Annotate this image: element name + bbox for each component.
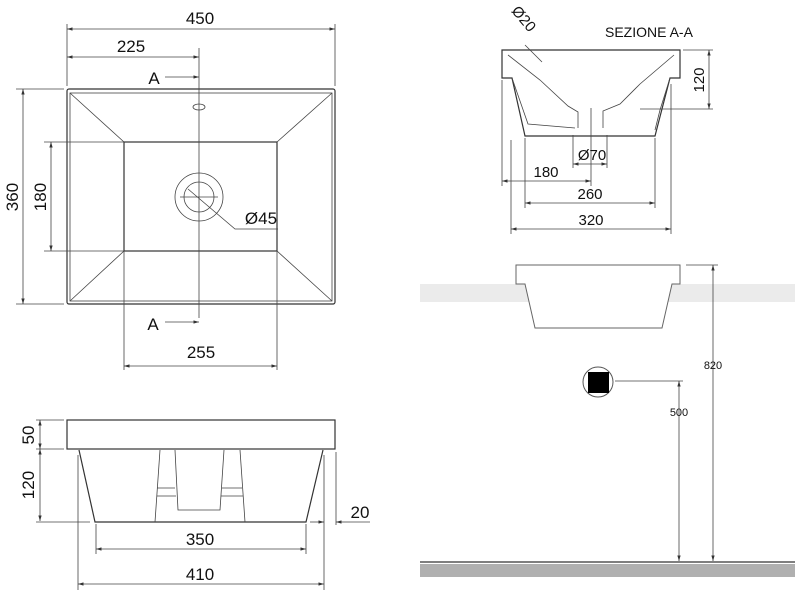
top-view: 450 225 A A 360 180 255 Ø45 bbox=[3, 9, 336, 370]
dim-overhang: 20 bbox=[351, 503, 370, 522]
dim-overflow-diameter: Ø20 bbox=[508, 3, 539, 36]
waste-outlet-icon bbox=[582, 366, 614, 398]
overflow-hole bbox=[192, 103, 206, 111]
front-view: 50 120 350 410 20 bbox=[19, 419, 370, 590]
dim-half-width: 225 bbox=[117, 37, 145, 56]
dim-section-width: 320 bbox=[578, 212, 603, 229]
dim-depth: 360 bbox=[3, 183, 22, 211]
dim-rim-height: 50 bbox=[19, 426, 38, 445]
dim-inner-width: 255 bbox=[187, 343, 215, 362]
dim-drain-diameter: Ø45 bbox=[245, 209, 277, 228]
dim-bowl-height: 120 bbox=[19, 471, 38, 499]
dim-width: 450 bbox=[186, 9, 214, 28]
dim-drain-offset: 180 bbox=[533, 164, 558, 181]
floor bbox=[420, 564, 795, 577]
section-title: SEZIONE A-A bbox=[605, 24, 694, 40]
dim-basin-height: 820 bbox=[704, 360, 722, 372]
dim-section-height: 120 bbox=[691, 67, 708, 92]
dim-base-width: 350 bbox=[186, 530, 214, 549]
dim-inner-depth: 180 bbox=[31, 183, 50, 211]
dim-base-width: 260 bbox=[577, 186, 602, 203]
section-mark-top: A bbox=[148, 69, 160, 88]
section-mark-bottom: A bbox=[147, 315, 159, 334]
dim-waste-diameter: Ø70 bbox=[578, 147, 606, 164]
installation-view: 820 500 bbox=[420, 264, 795, 577]
drain-icon bbox=[174, 172, 224, 222]
dim-front-width: 410 bbox=[186, 565, 214, 584]
section-view: SEZIONE A-A Ø20 120 Ø70 180 260 320 bbox=[501, 3, 713, 234]
dim-waste-height: 500 bbox=[670, 407, 688, 419]
